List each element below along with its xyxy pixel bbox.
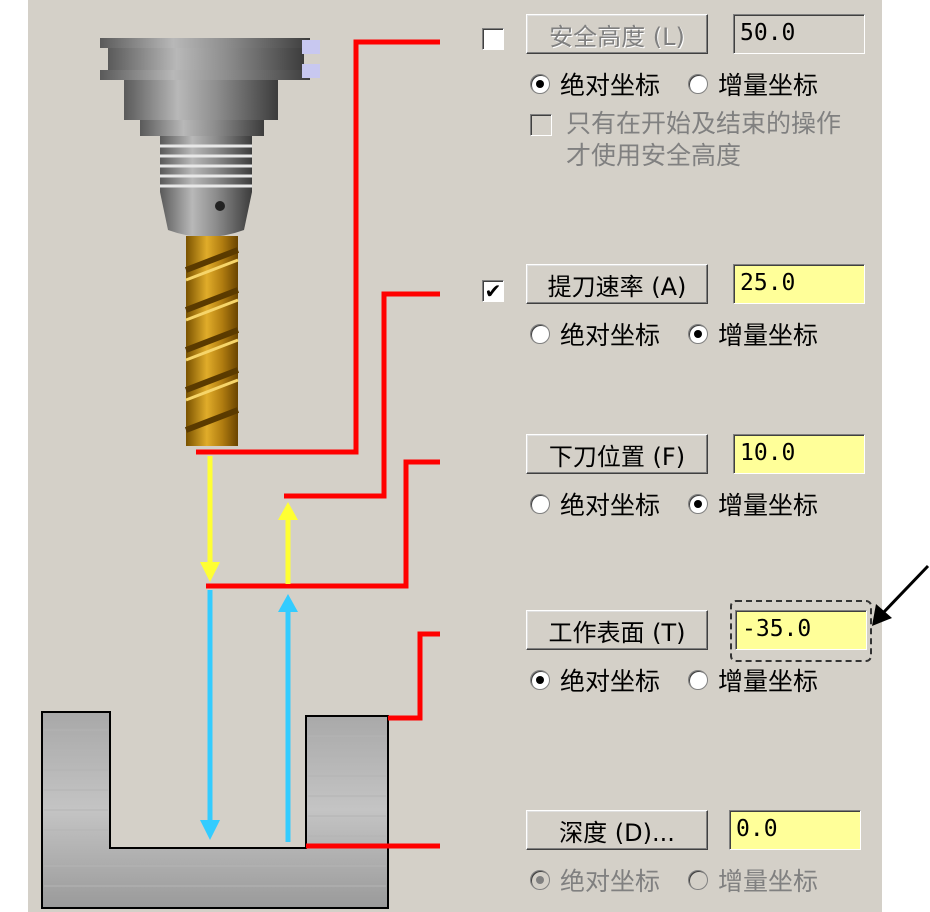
end-mill-cutter [184, 236, 240, 446]
feed-plane-button[interactable]: 下刀位置 (F) [526, 434, 708, 474]
safe-height-note-line2: 才使用安全高度 [566, 141, 742, 170]
depth-incremental-radio[interactable]: 增量坐标 [688, 862, 818, 898]
top-of-stock-button[interactable]: 工作表面 (T) [526, 610, 708, 650]
workpiece [41, 711, 389, 909]
highlight-dashed-box [730, 600, 872, 662]
safe-height-note-line1: 只有在开始及结束的操作 [566, 109, 842, 138]
safe-height-only-start-end-checkbox[interactable] [530, 114, 552, 136]
radio-indicator [688, 74, 709, 94]
retract-button[interactable]: 提刀速率 (A) [526, 264, 708, 304]
radio-indicator [530, 74, 550, 94]
radio-indicator [688, 870, 709, 890]
depth-absolute-radio[interactable]: 绝对坐标 [530, 862, 660, 898]
top-of-stock-incremental-radio[interactable]: 增量坐标 [688, 662, 818, 698]
holder-threads [160, 136, 252, 192]
retract-checkbox[interactable]: ✔ [482, 280, 504, 302]
pointer-arrow [872, 564, 930, 626]
safe-height-line [196, 39, 440, 455]
feed-plane-absolute-radio[interactable]: 绝对坐标 [530, 486, 660, 522]
radio-indicator [530, 324, 550, 344]
radio-indicator [530, 494, 550, 514]
feed-plane-incremental-radio[interactable]: 增量坐标 [688, 486, 818, 522]
safe-height-coord-options: 绝对坐标 增量坐标 [530, 68, 846, 100]
radio-indicator [688, 324, 709, 344]
safe-height-incremental-radio[interactable]: 增量坐标 [688, 66, 818, 102]
radio-indicator [688, 494, 709, 514]
top-of-stock-input[interactable]: -35.0 [735, 610, 867, 650]
radio-indicator [530, 870, 550, 890]
feed-plane-input[interactable]: 10.0 [733, 434, 865, 474]
depth-button[interactable]: 深度 (D)... [526, 810, 708, 850]
safe-height-checkbox[interactable] [482, 28, 504, 50]
depth-coord-options: 绝对坐标 增量坐标 [530, 864, 846, 896]
safe-height-input[interactable]: 50.0 [733, 14, 865, 54]
safe-height-button[interactable]: 安全高度 (L) [526, 14, 708, 54]
radio-indicator [530, 670, 550, 690]
feed-plane-coord-options: 绝对坐标 增量坐标 [530, 488, 846, 520]
retract-coord-options: 绝对坐标 增量坐标 [530, 318, 846, 350]
level-lines [196, 39, 440, 849]
retract-input[interactable]: 25.0 [733, 264, 865, 304]
depth-input[interactable]: 0.0 [729, 810, 861, 850]
top-of-stock-coord-options: 绝对坐标 增量坐标 [530, 664, 846, 696]
top-surface-line [388, 631, 440, 721]
retract-line [284, 291, 440, 499]
tool-holder [100, 38, 320, 237]
retract-absolute-radio[interactable]: 绝对坐标 [530, 316, 660, 352]
top-of-stock-absolute-radio[interactable]: 绝对坐标 [530, 662, 660, 698]
retract-incremental-radio[interactable]: 增量坐标 [688, 316, 818, 352]
motion-arrows [200, 456, 298, 842]
radio-indicator [688, 670, 709, 690]
feed-plane-line [206, 459, 440, 589]
safe-height-absolute-radio[interactable]: 绝对坐标 [530, 66, 660, 102]
